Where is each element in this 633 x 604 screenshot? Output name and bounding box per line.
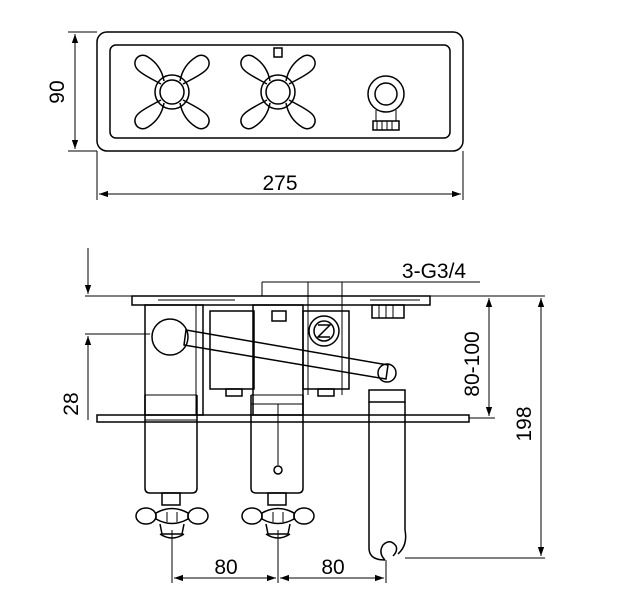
diverter-icon <box>308 315 340 347</box>
front-plate-outer <box>96 31 464 152</box>
hose-outlet-side <box>368 389 407 561</box>
wall-flange <box>96 414 470 423</box>
total-depth-dimension: 198 <box>405 298 545 559</box>
spacing-dimension: 80 80 <box>171 530 387 583</box>
lever-arm <box>183 329 389 380</box>
front-view: 90 275 <box>46 31 464 200</box>
plate-width-dimension: 275 <box>96 151 464 200</box>
cross-handle-icon <box>134 54 210 130</box>
front-plate-inner <box>109 44 451 139</box>
valve-body <box>144 304 204 416</box>
total-depth-label: 198 <box>513 406 536 441</box>
wall-depth-label: 28 <box>60 392 83 415</box>
cross-handle-icon <box>240 47 316 130</box>
wall-depth-dimension: 28 <box>60 248 150 420</box>
lever-pivot-left <box>151 318 189 356</box>
installation-depth-dimension: 80-100 <box>430 295 545 419</box>
lever-pivot-right <box>377 363 397 383</box>
plate-width-label: 275 <box>262 172 297 195</box>
plate-height-label: 90 <box>46 80 69 103</box>
thread-label: 3-G3/4 <box>402 260 467 283</box>
hose-outlet-icon <box>367 75 405 131</box>
installation-depth-label: 80-100 <box>461 331 484 396</box>
left-spindle <box>144 394 198 506</box>
middle-spindle <box>250 394 304 506</box>
side-view: 3-G3/4 28 80-100 198 <box>60 248 545 583</box>
spacing-left-label: 80 <box>214 556 237 579</box>
thread-callout: 3-G3/4 <box>261 260 480 395</box>
plate-height-dimension: 90 <box>46 31 97 152</box>
spacing-right-label: 80 <box>321 556 344 579</box>
